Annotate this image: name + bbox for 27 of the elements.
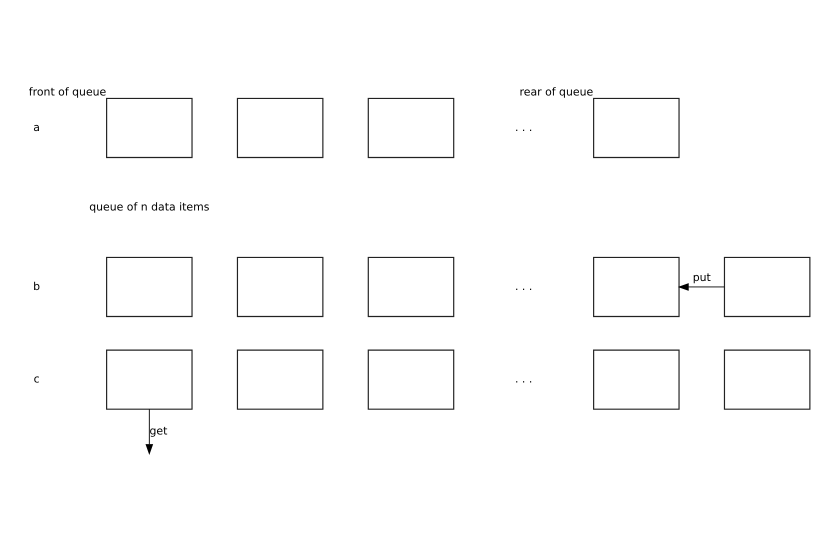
node-box (724, 349, 810, 410)
arrow (678, 282, 725, 290)
node-box (106, 349, 193, 410)
label: . . . (515, 279, 532, 292)
label: b (33, 279, 40, 292)
label: c (34, 372, 40, 385)
node-label: rear of queue (520, 84, 594, 98)
node-box (368, 256, 454, 317)
node-box (236, 97, 324, 158)
label: . . . (515, 120, 532, 134)
node-box (593, 349, 680, 410)
label: a (33, 120, 40, 134)
node-box (593, 256, 680, 317)
edge-label: get (149, 424, 168, 437)
node-box (593, 97, 680, 158)
arrow (146, 408, 154, 455)
node-label: front of queue (28, 84, 106, 98)
edge-label: put (692, 270, 711, 284)
node-box (236, 349, 324, 410)
node-box (368, 97, 454, 158)
node-box (724, 256, 810, 317)
node-box (106, 256, 193, 317)
label: . . . (515, 372, 532, 385)
label: queue of n data items (89, 200, 210, 213)
node-box (236, 256, 324, 317)
node-box (368, 349, 454, 410)
node-box (106, 97, 193, 158)
